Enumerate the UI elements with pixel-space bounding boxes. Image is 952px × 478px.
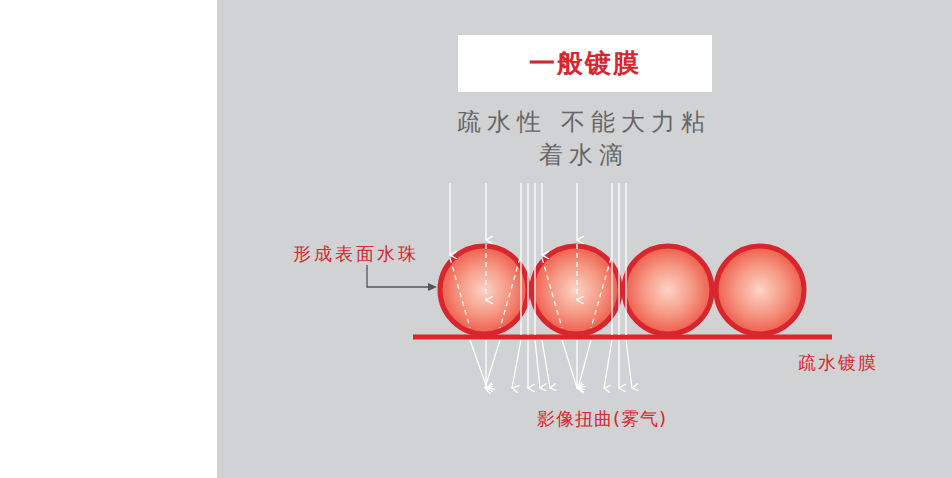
callout-label: 形成表面水珠 (293, 242, 419, 266)
callout-label: 影像扭曲(雾气) (537, 407, 667, 431)
callout-label: 疏水镀膜 (798, 351, 878, 375)
title: 一般镀膜 (529, 46, 641, 81)
property-note: 疏水性 不能大力粘着水滴 (449, 106, 719, 172)
title-box: 一般镀膜 (458, 35, 712, 92)
